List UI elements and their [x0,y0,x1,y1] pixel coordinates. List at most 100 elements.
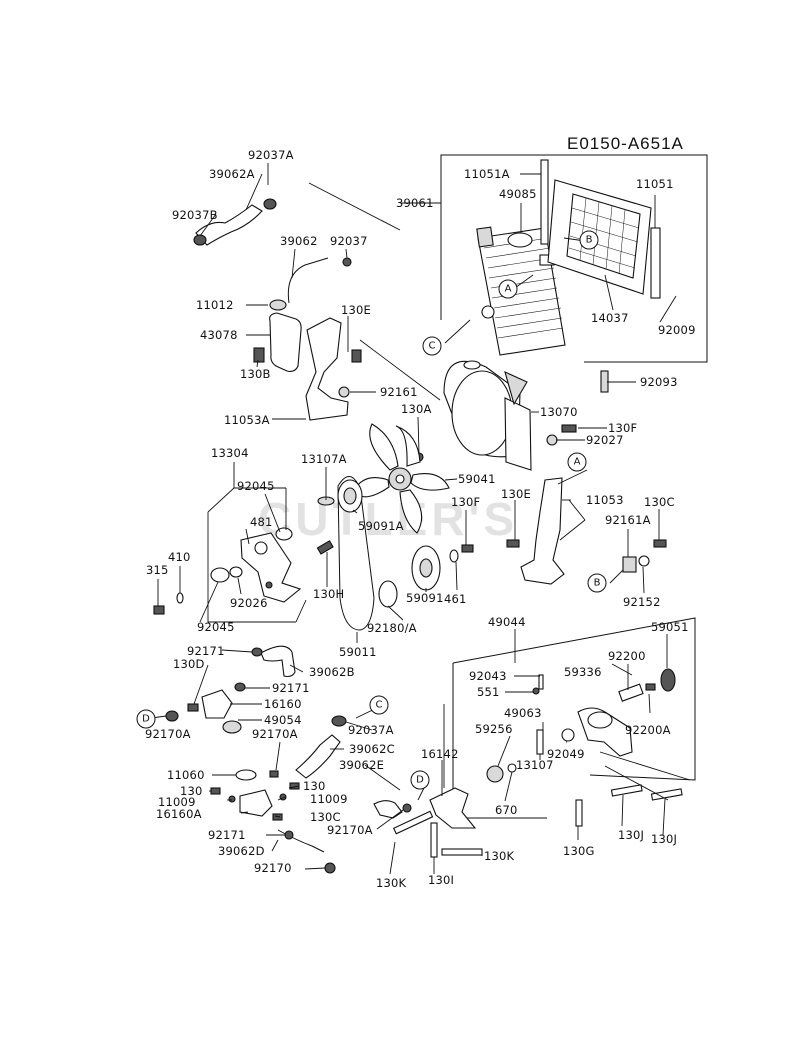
label-11053: 11053 [586,493,624,507]
label-461: 461 [444,592,467,606]
label-130a: 130A [401,402,432,416]
label-11060: 11060 [167,768,205,782]
callout-a-top: A [498,279,518,299]
bolt-130c-right [653,539,667,548]
plug-11009-a [228,795,236,803]
clamp-92170 [324,862,336,874]
svg-text:A: A [505,284,512,295]
hose-39062c [295,734,341,779]
radiator-assembly-frame [400,154,708,363]
seal-92045-top [275,527,293,541]
clamp-92170a-left [165,710,179,722]
callout-a-right: A [567,452,587,472]
spacer-461 [449,544,474,563]
bolt-130k-left [393,810,434,835]
clamp-92171-b [234,682,246,692]
label-59091a: 59091A [358,519,404,533]
label-130c-low: 130C [310,810,341,824]
hose-39062e [373,800,403,819]
label-92026: 92026 [230,596,268,610]
bolt-130f-top [561,424,577,433]
label-130f-top: 130F [608,421,637,435]
callout-c-mid: C [369,695,389,715]
label-130b: 130B [240,367,271,381]
label-92171-b: 92171 [272,681,310,695]
svg-text:B: B [594,578,601,589]
part-labels: 92037A 39062A 92037B 39062 92037 11012 1… [145,148,695,890]
label-16160a: 16160A [156,807,202,821]
label-13107a: 13107A [301,452,347,466]
bolt-130k-right [441,848,483,856]
label-11009-b: 11009 [310,792,348,806]
label-59051: 59051 [651,620,689,634]
label-92045-top: 92045 [237,479,275,493]
label-43078: 43078 [200,328,238,342]
thermostat-49054 [222,720,242,734]
label-130i: 130I [428,873,454,887]
label-92093: 92093 [640,375,678,389]
washer-670 [507,763,517,773]
seal-92045-bottom [210,567,230,583]
bolt-130b [253,347,265,363]
label-130-a: 130 [180,784,203,798]
pulley-92180 [378,580,398,608]
watermark: CUTLER'S [258,493,518,545]
label-130j-b: 130J [651,832,677,846]
svg-text:B: B [586,235,593,246]
label-11053a: 11053A [224,413,270,427]
label-13107: 13107 [516,758,554,772]
thermostat-cover [201,689,233,719]
label-59091: 59091 [406,591,444,605]
label-59011: 59011 [339,645,377,659]
cooling-fan [353,423,450,534]
label-14037: 14037 [591,311,629,325]
label-130f-mid: 130F [451,495,480,509]
label-92049: 92049 [547,747,585,761]
label-130k-left: 130K [376,876,407,890]
callout-b-right: B [587,573,607,593]
label-49085: 49085 [499,187,537,201]
label-39061: 39061 [396,196,434,210]
label-92170a-left: 92170A [145,727,191,741]
label-11009-a: 11009 [158,795,196,809]
label-92200a: 92200A [625,723,671,737]
clamp-92037a-mid [331,715,347,727]
side-plate-11051 [650,227,661,299]
v-belt [337,476,375,631]
bolt-130j-a [610,784,643,797]
side-plate-11051a [540,159,549,245]
label-551: 551 [477,685,500,699]
label-92200: 92200 [608,649,646,663]
bolt-130i [430,822,438,858]
label-92045-bottom: 92045 [197,620,235,634]
bolt-130h [316,540,334,555]
label-16142: 16142 [421,747,459,761]
gasket-11060 [235,769,257,781]
label-481: 481 [250,515,273,529]
callout-d-left: D [136,709,156,729]
spacer-13107 [536,729,544,755]
bolt-130j-b [650,788,683,801]
label-130g: 130G [563,844,595,858]
part-92026 [229,566,243,578]
spacer-92161a [622,556,637,573]
svg-text:C: C [376,700,383,711]
label-39062c: 39062C [349,742,395,756]
label-92161: 92161 [380,385,418,399]
bolt-130c-low [272,813,283,821]
water-pump-plate [240,532,302,603]
fan-shroud [443,360,532,471]
label-130h: 130H [313,587,344,601]
reservoir-tank [269,257,329,372]
clamp-92170a-mid [269,770,279,778]
label-92152: 92152 [623,595,661,609]
washer-410 [176,592,184,604]
svg-text:C: C [429,341,436,352]
label-59041: 59041 [458,472,496,486]
pin-92043 [538,674,544,690]
label-59256: 59256 [475,722,513,736]
upper-hose [193,198,277,246]
washer-92049 [561,728,575,742]
label-16160: 16160 [264,697,302,711]
bolt-130g [575,799,583,827]
